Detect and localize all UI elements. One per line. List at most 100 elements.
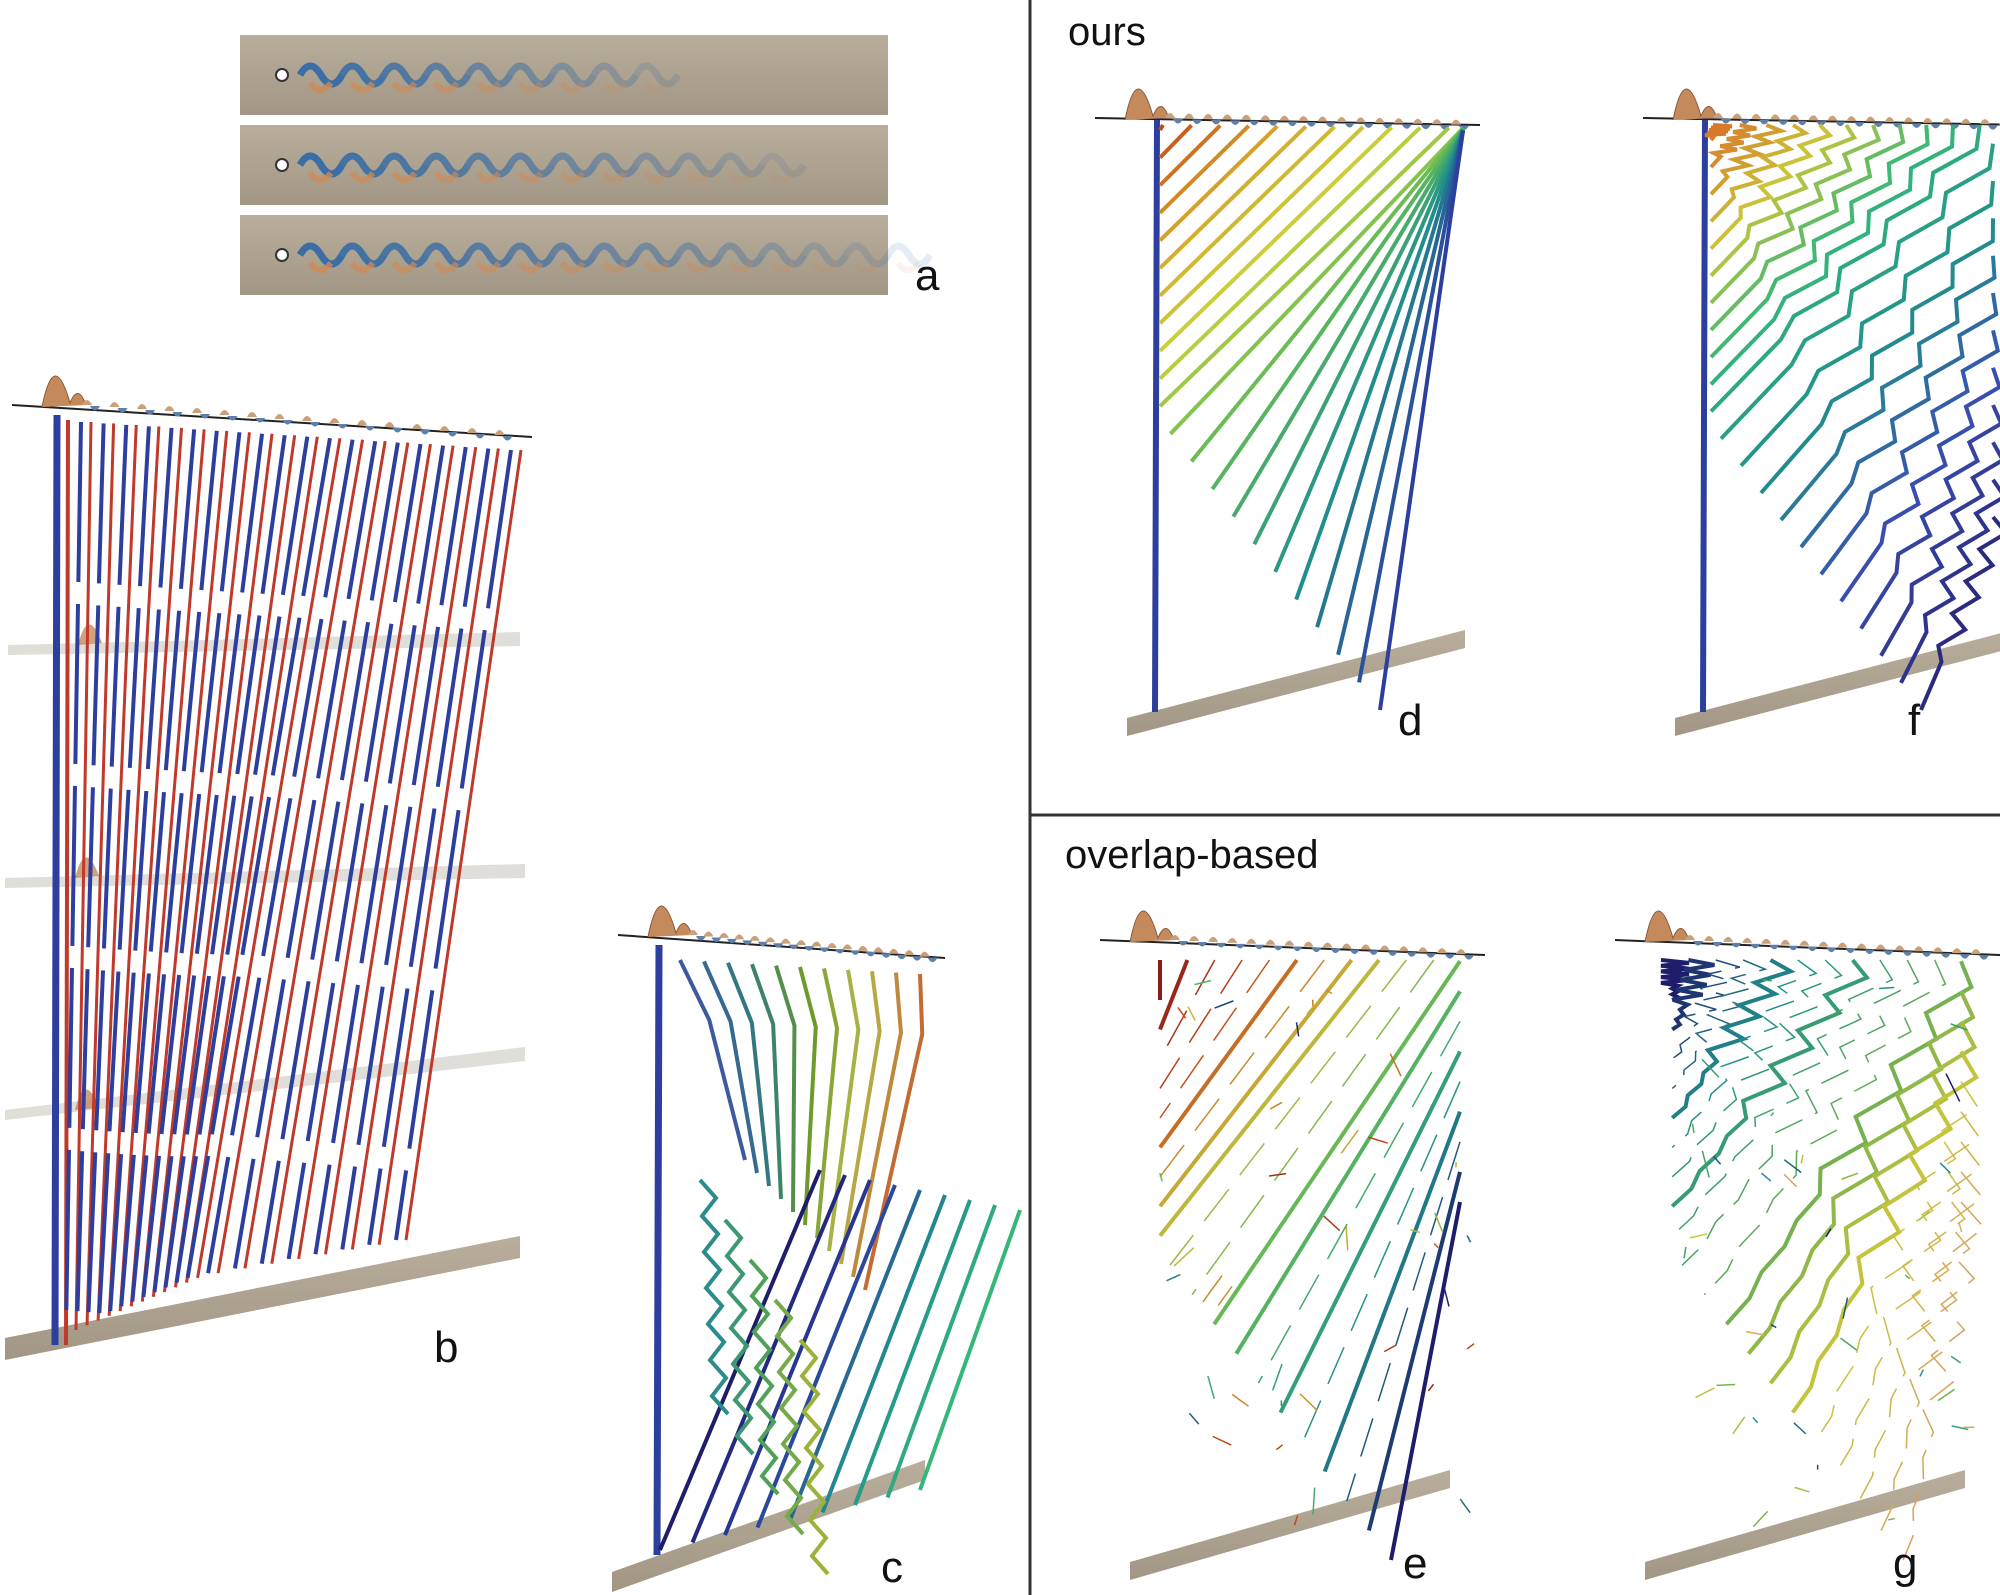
vortex-bump (718, 932, 729, 938)
vortex-orange (685, 261, 712, 273)
vortex-orange (643, 81, 670, 93)
vortex-dip (834, 948, 845, 954)
vortex-track-blue (185, 437, 332, 1279)
track-fragment (1842, 1297, 1849, 1319)
cylinder-marker (275, 248, 289, 262)
vortex-bump (796, 940, 807, 946)
vortex-bump (1970, 949, 1981, 955)
track-fragment (1188, 1412, 1200, 1425)
vortex-blue (590, 242, 640, 268)
vortex-bump (1742, 937, 1753, 943)
vortex-track (863, 973, 925, 1291)
vortex-track (815, 967, 840, 1239)
track-fragment (1442, 1285, 1450, 1307)
vortex-track-zigzag (1739, 180, 1995, 468)
vortex-track (1169, 126, 1465, 436)
vortex-track-red (118, 427, 184, 1312)
vortex-dip (1197, 941, 1208, 947)
vortex-bump (734, 934, 745, 940)
panel-label-c: c (881, 1543, 903, 1592)
vortex-track-red (196, 437, 342, 1279)
track-fragment (1187, 1006, 1196, 1021)
vortex-track-blue (119, 429, 197, 1307)
vortex-dip (912, 956, 923, 961)
vortex-orange (307, 261, 334, 273)
vortex-bump (1279, 115, 1290, 121)
vortex-track-red (216, 439, 365, 1274)
vortex-track-red (140, 430, 229, 1302)
track-fragment (1325, 989, 1333, 995)
vortex-dip (1788, 945, 1799, 951)
vortex-dip (200, 414, 210, 419)
vortex-track (851, 972, 903, 1278)
vortex-orange (811, 261, 838, 273)
vortex-track (827, 969, 861, 1252)
panel-g: g (1614, 910, 2000, 1588)
vortex-track-zigzag (723, 1218, 755, 1456)
vortex-bump (1317, 116, 1328, 122)
track-fragment (1746, 1330, 1765, 1336)
vortex-bump (1165, 113, 1175, 118)
vortex-track (1212, 960, 1462, 1326)
vortex-dip (1759, 119, 1770, 125)
vortex-dip (1816, 121, 1827, 126)
vortex-dip (773, 943, 784, 948)
vortex-bump (1222, 114, 1233, 120)
track-fragment (1306, 999, 1321, 1015)
vortex-bump (1913, 946, 1924, 952)
vortex-track-zigzag (1839, 367, 2000, 603)
vortex-blue (590, 62, 640, 88)
vortex-track-zigzag (1836, 1111, 1981, 1472)
vortex-track (1159, 959, 1216, 1060)
vortex-track-zigzag (1671, 959, 1818, 1148)
vortex-track (1389, 1201, 1462, 1561)
vortex-blue (716, 242, 766, 268)
vortex-track (1158, 125, 1336, 298)
vortex-blue (380, 152, 430, 178)
vortex-bump (1355, 117, 1366, 123)
vortex-bump (82, 400, 92, 405)
vortex-track (1366, 1171, 1462, 1532)
cylinder-marker (275, 158, 289, 172)
vortex-orange (517, 81, 544, 93)
vortex-dip (1769, 944, 1780, 950)
vortex-orange (433, 261, 460, 273)
panel-label-a: a (915, 251, 940, 300)
vortex-track-red (297, 443, 432, 1260)
panel-label-b: b (434, 1323, 458, 1372)
track-fragment (1950, 1355, 1962, 1364)
vortex-bump (1298, 116, 1309, 122)
vortex-track-blue (97, 426, 151, 1316)
vortex-bump (842, 944, 853, 950)
vortex-orange (559, 81, 586, 93)
vortex-dip (1268, 121, 1279, 126)
vortex-track-zigzag (698, 1178, 730, 1416)
track-fragment (1691, 1123, 1695, 1134)
vortex-dip (1978, 955, 1989, 960)
vortex-orange (601, 261, 628, 273)
track-fragment (1269, 1101, 1283, 1110)
vortex-orange (433, 171, 460, 183)
wake-strip (240, 215, 888, 295)
vortex-orange (349, 81, 376, 93)
vortex-track-zigzag (1709, 124, 1906, 332)
vortex-bump (1884, 116, 1895, 122)
vortex-dip (1807, 946, 1818, 952)
time-slice-plane (1130, 1470, 1450, 1580)
vortex-blue (632, 242, 682, 268)
vortex-bump (1417, 947, 1428, 953)
vortex-bump (1827, 115, 1838, 121)
track-fragment (1159, 1172, 1163, 1182)
vortex-bump (1704, 935, 1715, 941)
track-fragment (1683, 1246, 1687, 1259)
vortex-track-zigzag (1704, 123, 1733, 142)
vortex-orange (853, 261, 880, 273)
vortex-dip (1968, 124, 1979, 130)
vortex-bump (109, 402, 120, 407)
vortex-track-blue (286, 443, 423, 1260)
vortex-track (726, 962, 771, 1187)
vortex-track (678, 959, 747, 1161)
vortex-bump (357, 420, 367, 425)
vortex-track-blue (163, 434, 287, 1288)
